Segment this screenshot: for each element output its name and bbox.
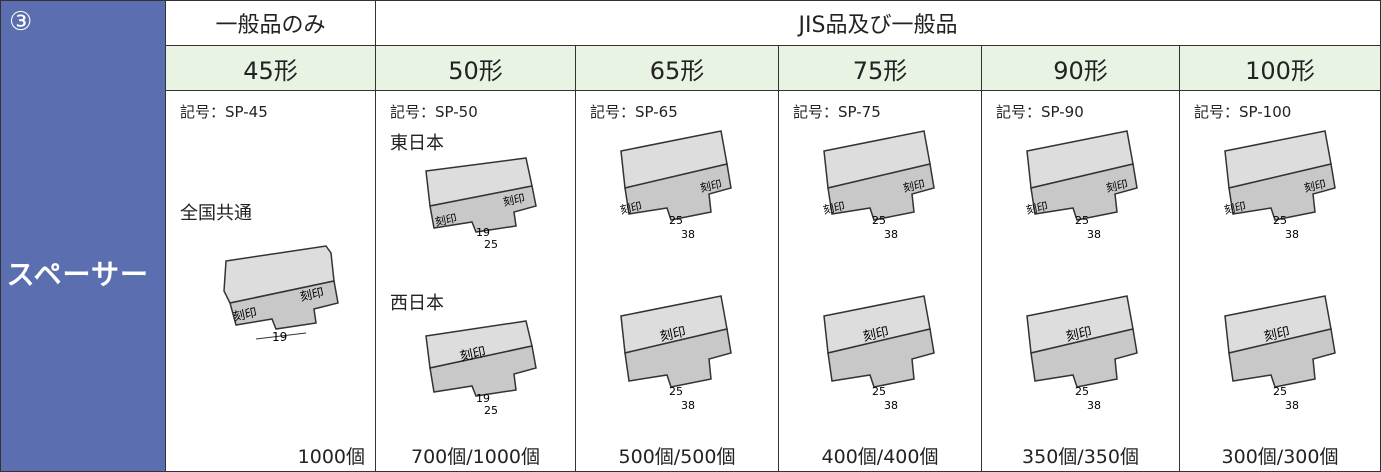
svg-text:刻印: 刻印 (1105, 177, 1129, 195)
svg-text:刻印: 刻印 (232, 305, 258, 324)
spacer-illustration-bottom: 刻印 25 38 (804, 291, 954, 416)
qty-sp65: 500個/500個 (618, 446, 736, 468)
spacer-illustration-bottom: 刻印 25 38 (1205, 291, 1355, 416)
spacer-illustration-bottom: 刻印 25 38 (601, 291, 751, 416)
region-east: 東日本 (390, 133, 444, 154)
svg-text:38: 38 (681, 399, 695, 412)
cell-sp50: 記号：SP-50 東日本 刻印 刻印 19 25 西日本 刻印 19 (375, 90, 576, 472)
code-sp50: 記号：SP-50 (390, 103, 478, 121)
svg-text:刻印: 刻印 (862, 325, 891, 345)
spacer-illustration-west: 刻印 19 25 (406, 316, 556, 416)
region-common: 全国共通 (180, 203, 252, 224)
form-100: 100形 (1178, 45, 1381, 91)
svg-text:刻印: 刻印 (1223, 199, 1247, 217)
qty-sp75: 400個/400個 (821, 446, 939, 468)
svg-text:刻印: 刻印 (299, 285, 325, 304)
svg-text:38: 38 (884, 399, 898, 412)
region-west: 西日本 (390, 293, 444, 314)
qty-sp100: 300個/300個 (1221, 446, 1339, 468)
qty-sp90: 350個/350個 (1022, 446, 1139, 468)
svg-text:25: 25 (1075, 214, 1089, 227)
svg-text:刻印: 刻印 (659, 325, 688, 345)
svg-text:25: 25 (484, 238, 498, 251)
svg-text:刻印: 刻印 (459, 345, 488, 365)
header-jis-and-general: JIS品及び一般品 (374, 0, 1381, 46)
row-header: ③ スペーサー (0, 0, 166, 472)
svg-text:25: 25 (1273, 214, 1287, 227)
svg-text:19: 19 (476, 226, 490, 239)
form-90: 90形 (981, 45, 1180, 91)
row-number: ③ (9, 7, 33, 37)
svg-text:25: 25 (872, 214, 886, 227)
svg-text:38: 38 (1285, 399, 1299, 412)
svg-text:19: 19 (272, 330, 287, 344)
row-label: スペーサー (6, 257, 149, 291)
cell-sp90: 記号：SP-90 刻印 刻印 25 38 刻印 25 38 (981, 90, 1180, 472)
spacer-illustration-top: 刻印 刻印 25 38 (1205, 126, 1355, 246)
svg-text:刻印: 刻印 (619, 199, 643, 217)
svg-text:25: 25 (872, 385, 886, 398)
spacer-illustration-bottom: 刻印 25 38 (1007, 291, 1157, 416)
cell-sp45: 記号：SP-45 全国共通 刻印 刻印 19 1000個 (165, 90, 376, 472)
svg-text:刻印: 刻印 (699, 177, 723, 195)
svg-text:38: 38 (1087, 399, 1101, 412)
header-general-only: 一般品のみ (165, 0, 376, 46)
code-sp100: 記号：SP-100 (1194, 103, 1292, 121)
qty-sp45: 1000個 (297, 446, 365, 468)
svg-text:38: 38 (884, 228, 898, 241)
spacer-illustration-east: 刻印 刻印 19 25 (406, 156, 556, 251)
svg-text:刻印: 刻印 (502, 191, 526, 209)
spacer-illustration-top: 刻印 刻印 25 38 (804, 126, 954, 246)
svg-text:刻印: 刻印 (1263, 325, 1292, 345)
code-sp65: 記号：SP-65 (590, 103, 678, 121)
svg-text:38: 38 (681, 228, 695, 241)
spacer-illustration: 刻印 刻印 19 (206, 241, 356, 351)
svg-text:19: 19 (476, 392, 490, 405)
svg-text:38: 38 (1285, 228, 1299, 241)
svg-text:25: 25 (1273, 385, 1287, 398)
form-50: 50形 (375, 45, 576, 91)
svg-text:刻印: 刻印 (1025, 199, 1049, 217)
form-45: 45形 (165, 45, 376, 91)
svg-text:25: 25 (484, 404, 498, 416)
cell-sp75: 記号：SP-75 刻印 刻印 25 38 刻印 25 38 (778, 90, 982, 472)
form-65: 65形 (575, 45, 779, 91)
code-sp45: 記号：SP-45 (180, 103, 268, 121)
code-sp75: 記号：SP-75 (793, 103, 881, 121)
cell-sp100: 記号：SP-100 刻印 刻印 25 38 刻印 25 38 (1178, 90, 1381, 472)
svg-text:刻印: 刻印 (902, 177, 926, 195)
cell-sp65: 記号：SP-65 刻印 刻印 25 38 刻印 25 38 (575, 90, 779, 472)
svg-text:25: 25 (669, 214, 683, 227)
svg-text:25: 25 (1075, 385, 1089, 398)
svg-text:38: 38 (1087, 228, 1101, 241)
form-75: 75形 (778, 45, 982, 91)
spacer-illustration-top: 刻印 刻印 25 38 (1007, 126, 1157, 246)
code-sp90: 記号：SP-90 (996, 103, 1084, 121)
svg-text:刻印: 刻印 (1065, 325, 1094, 345)
svg-text:25: 25 (669, 385, 683, 398)
svg-text:刻印: 刻印 (822, 199, 846, 217)
svg-text:刻印: 刻印 (1303, 177, 1327, 195)
qty-sp50: 700個/1000個 (410, 446, 541, 468)
spacer-illustration-top: 刻印 刻印 25 38 (601, 126, 751, 246)
svg-text:刻印: 刻印 (434, 211, 458, 229)
